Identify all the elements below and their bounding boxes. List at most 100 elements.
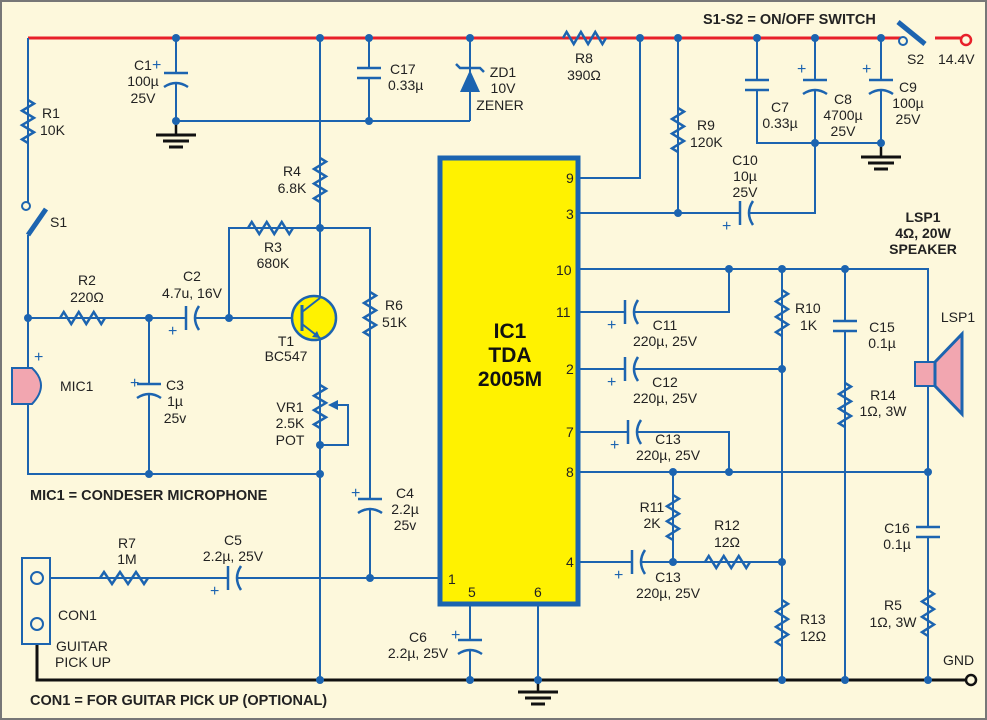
capacitor-c11: +	[607, 298, 640, 334]
label-components-zd1-0: ZD1	[490, 64, 517, 80]
con1-terminal	[30, 617, 44, 631]
wire	[578, 38, 641, 179]
label-components-c3-1: 1µ	[167, 393, 183, 409]
label-components-r11-0: R11	[640, 499, 665, 515]
label-ic-pins-p10: 10	[556, 262, 572, 278]
label-components-r8-1: 390Ω	[567, 67, 601, 83]
label-components-r9-1: 120K	[690, 134, 723, 150]
plus-sign: +	[34, 349, 43, 366]
label-components-c17-0: C17	[390, 61, 416, 77]
label-components-c4-0: C4	[396, 485, 414, 501]
ic1-tda2005m	[437, 155, 581, 607]
label-ic-lines-2: 2005M	[478, 368, 542, 391]
label-components-vr1-1: 2.5K	[276, 415, 305, 431]
label-ic-pins-p6: 6	[534, 584, 542, 600]
label-components-r10-1: 1K	[800, 317, 818, 333]
junction-dot	[316, 441, 324, 449]
label-components-c13b-1: 220µ, 25V	[636, 585, 701, 601]
label-notes-con: CON1 = FOR GUITAR PICK UP (OPTIONAL)	[30, 693, 327, 709]
label-components-c1-2: 25V	[131, 90, 157, 106]
junction-dot	[811, 34, 819, 42]
label-components-c2-0: C2	[183, 268, 201, 284]
label-components-r2-1: 220Ω	[70, 289, 104, 305]
label-components-c1-0: C1	[134, 57, 152, 73]
plus-sign: +	[130, 375, 139, 392]
plus-sign: +	[152, 57, 161, 74]
capacitor-c13a: +	[610, 418, 643, 454]
plus-sign: +	[351, 485, 360, 502]
speaker-cone	[933, 330, 964, 418]
label-components-r6-0: R6	[385, 297, 403, 313]
label-components-r7-0: R7	[118, 535, 136, 551]
resistor-r8	[561, 29, 608, 47]
junction-dot	[841, 676, 849, 684]
label-components-c16-1: 0.1µ	[883, 536, 911, 552]
junction-dot	[778, 365, 786, 373]
label-ic-lines-0: IC1	[494, 320, 527, 343]
emitter-arrow	[312, 331, 320, 338]
label-components-r10-0: R10	[795, 300, 821, 316]
junction-dot	[466, 34, 474, 42]
junction-dot	[145, 314, 153, 322]
connector-con1	[21, 557, 51, 645]
label-components-c9-2: 25V	[896, 111, 922, 127]
junction-dot	[316, 470, 324, 478]
junction-dot	[316, 676, 324, 684]
supply-terminal	[959, 33, 973, 47]
label-components-c6-1: 2.2µ, 25V	[388, 645, 449, 661]
label-components-c10-2: 25V	[733, 184, 759, 200]
label-components-c16-0: C16	[884, 520, 910, 536]
resistor-r1	[19, 98, 37, 145]
transistor-collector	[301, 297, 321, 313]
label-components-c1-1: 100µ	[127, 73, 158, 89]
label-components-r7-1: 1M	[117, 551, 136, 567]
switch-s2-contact	[898, 36, 908, 46]
junction-dot	[172, 34, 180, 42]
junction-dot	[365, 117, 373, 125]
ground-icon	[156, 123, 196, 149]
label-components-con1-1: GUITAR	[56, 638, 108, 654]
label-components-c7-0: C7	[771, 99, 789, 115]
capacitor-c1	[162, 71, 190, 89]
capacitor-c4	[356, 497, 384, 515]
label-components-c3-2: 25v	[164, 410, 187, 426]
label-components-c12-1: 220µ, 25V	[633, 390, 698, 406]
label-components-r1-1: 10K	[40, 122, 66, 138]
junction-dot	[669, 558, 677, 566]
junction-dot	[466, 676, 474, 684]
label-components-zd1-1: 10V	[491, 80, 517, 96]
label-components-r5-0: R5	[884, 597, 902, 613]
label-components-r4-1: 6.8K	[278, 180, 307, 196]
label-components-s1-0: S1	[50, 214, 67, 230]
capacitor-c7	[743, 78, 771, 92]
label-ic-pins-p9: 9	[566, 170, 574, 186]
label-components-c11-1: 220µ, 25V	[633, 333, 698, 349]
capacitor-c16	[914, 525, 942, 539]
label-ic-pins-p11: 11	[556, 304, 571, 320]
plus-sign: +	[210, 583, 219, 600]
ground-rail	[35, 643, 965, 682]
capacitor-c13b: +	[614, 548, 647, 584]
zener-diode-zd1	[460, 70, 480, 92]
wire	[320, 227, 371, 578]
plus-sign: +	[614, 567, 623, 584]
label-components-r6-1: 51K	[382, 314, 408, 330]
junction-dot	[725, 468, 733, 476]
zener-bar	[455, 63, 485, 73]
plus-sign: +	[607, 374, 616, 391]
resistor-r3	[246, 219, 295, 237]
components: ++++++++++++++	[11, 20, 978, 706]
capacitor-c12: +	[607, 355, 640, 391]
resistor-r13	[773, 598, 791, 648]
resistor-r11	[664, 493, 682, 542]
junction-dot	[924, 676, 932, 684]
label-components-mic1-0: MIC1	[60, 378, 94, 394]
label-components-r9-0: R9	[697, 117, 715, 133]
junction-dot	[841, 265, 849, 273]
label-components-c11-0: C11	[653, 317, 678, 333]
switch-s1-blade	[25, 207, 49, 237]
resistor-r12	[703, 553, 752, 571]
label-components-c15-1: 0.1µ	[868, 335, 896, 351]
